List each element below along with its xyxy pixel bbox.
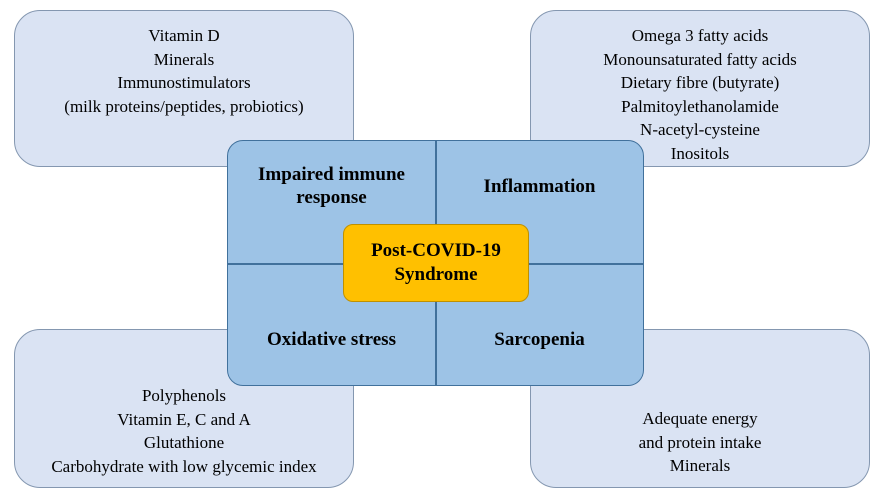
nutrient-item: Minerals: [669, 456, 731, 475]
nutrient-item: Adequate energy: [642, 409, 758, 428]
quadrant-label: response: [296, 187, 367, 208]
core-label: Syndrome: [394, 264, 478, 285]
nutrient-item: Polyphenols: [141, 386, 227, 405]
nutrient-item: Omega 3 fatty acids: [631, 26, 769, 45]
nutrient-item: (milk proteins/peptides, probiotics): [64, 96, 304, 116]
quadrant-label: Inflammation: [483, 176, 596, 197]
nutrient-item: Glutathione: [143, 433, 225, 452]
nutrient-item: N-acetyl-cysteine: [640, 120, 760, 139]
nutrient-item: Dietary fibre (butyrate): [620, 73, 780, 92]
nutrient-item: Monounsaturated fatty acids: [603, 49, 797, 69]
quadrant-label: Oxidative stress: [267, 329, 396, 350]
quadrant-inflammation: Inflammation: [436, 175, 643, 198]
nutrient-item: and protein intake: [638, 432, 762, 452]
immune-nutrients-box: Vitamin D Minerals Immunostimulators (mi…: [14, 10, 354, 167]
quadrant-sarcopenia: Sarcopenia: [436, 328, 643, 351]
quadrant-impaired-immune-response: Impaired immune response: [228, 163, 435, 209]
quadrant-label: Sarcopenia: [494, 329, 585, 350]
post-covid-syndrome-core: Post-COVID-19 Syndrome: [343, 224, 529, 302]
nutrient-item: Vitamin D: [148, 26, 220, 45]
quadrant-oxidative-stress: Oxidative stress: [228, 328, 435, 351]
nutrient-item: Immunostimulators: [117, 73, 251, 92]
nutrient-item: Carbohydrate with low glycemic index: [51, 456, 317, 476]
nutrient-item: Inositols: [670, 143, 730, 163]
core-label: Post-COVID-19: [371, 240, 501, 261]
nutrient-item: Vitamin E, C and A: [117, 409, 251, 429]
quadrant-label: Impaired immune: [258, 164, 405, 185]
nutrient-item: Palmitoylethanolamide: [621, 96, 779, 116]
nutrient-item: Minerals: [153, 49, 215, 69]
